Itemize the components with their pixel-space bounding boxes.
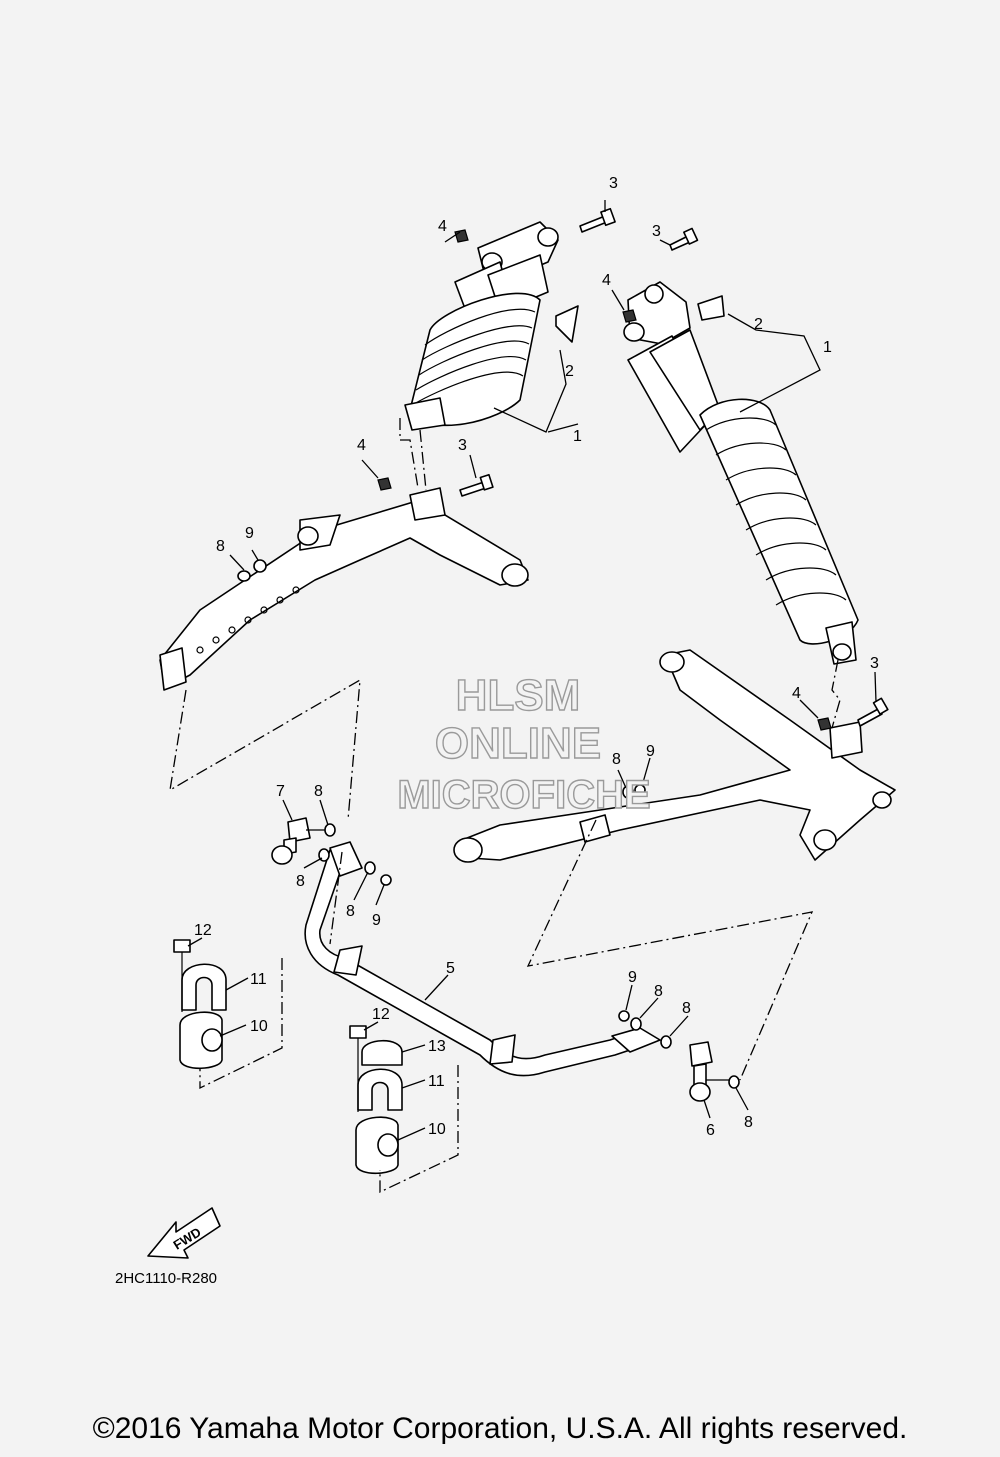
callout-2: 2 [754, 316, 763, 333]
callout-12: 12 [372, 1006, 390, 1023]
callout-13: 13 [428, 1038, 446, 1055]
callout-4: 4 [602, 272, 611, 289]
callout-7: 7 [276, 783, 285, 800]
callout-11: 11 [250, 971, 267, 988]
callout-9: 9 [372, 912, 381, 929]
callout-8: 8 [314, 783, 323, 800]
callout-1: 1 [823, 339, 832, 356]
callout-12: 12 [194, 922, 212, 939]
nuts [253, 229, 832, 1022]
right-lower-arm [453, 649, 896, 863]
callout-4: 4 [438, 218, 447, 235]
callout-labels: 1 1 2 2 3 3 3 3 4 4 4 4 5 6 7 8 8 8 8 8 … [194, 175, 879, 1139]
callout-8: 8 [612, 751, 621, 768]
callout-9: 9 [245, 525, 254, 542]
callout-8: 8 [744, 1114, 753, 1131]
callout-5: 5 [446, 960, 455, 977]
bushing-left [179, 1011, 223, 1070]
callout-10: 10 [428, 1121, 446, 1138]
leader-lines [187, 200, 877, 1141]
watermark-line-1: HLSM [456, 671, 581, 720]
washers [237, 570, 740, 1089]
right-shock-absorber [623, 281, 859, 665]
callout-3: 3 [609, 175, 618, 192]
callout-8: 8 [296, 873, 305, 890]
callout-9: 9 [646, 743, 655, 760]
watermark: HLSM ONLINE MICROFICHE [397, 670, 652, 817]
callout-8: 8 [682, 1000, 691, 1017]
bolts [173, 207, 889, 1112]
watermark-line-3: MICROFICHE [397, 773, 650, 817]
callout-11: 11 [428, 1073, 445, 1090]
callout-8: 8 [346, 903, 355, 920]
callout-9: 9 [628, 969, 637, 986]
callout-1: 1 [573, 428, 582, 445]
callout-3: 3 [870, 655, 879, 672]
bushing-holder-right [357, 1040, 403, 1111]
callout-3: 3 [458, 437, 467, 454]
stabilizer-link-left [271, 817, 330, 865]
bushing-right [355, 1116, 399, 1175]
diagram-code: 2HC1110-R280 [115, 1270, 218, 1287]
callout-4: 4 [357, 437, 366, 454]
callout-8: 8 [654, 983, 663, 1000]
left-lower-arm [159, 487, 529, 691]
callout-6: 6 [706, 1122, 715, 1139]
stabilizer-link-right [689, 1041, 730, 1102]
callout-4: 4 [792, 685, 801, 702]
callout-8: 8 [216, 538, 225, 555]
forward-arrow-icon: FWD [147, 1207, 221, 1259]
stabilizer-bar [304, 841, 661, 1077]
assembly-lines [169, 418, 841, 1194]
callout-2: 2 [565, 363, 574, 380]
callout-3: 3 [652, 223, 661, 240]
left-shock-absorber [404, 221, 579, 431]
watermark-line-2: ONLINE [435, 719, 601, 768]
bushing-holder-left [181, 963, 227, 1011]
copyright-notice: ©2016 Yamaha Motor Corporation, U.S.A. A… [92, 1412, 908, 1445]
callout-10: 10 [250, 1018, 268, 1035]
